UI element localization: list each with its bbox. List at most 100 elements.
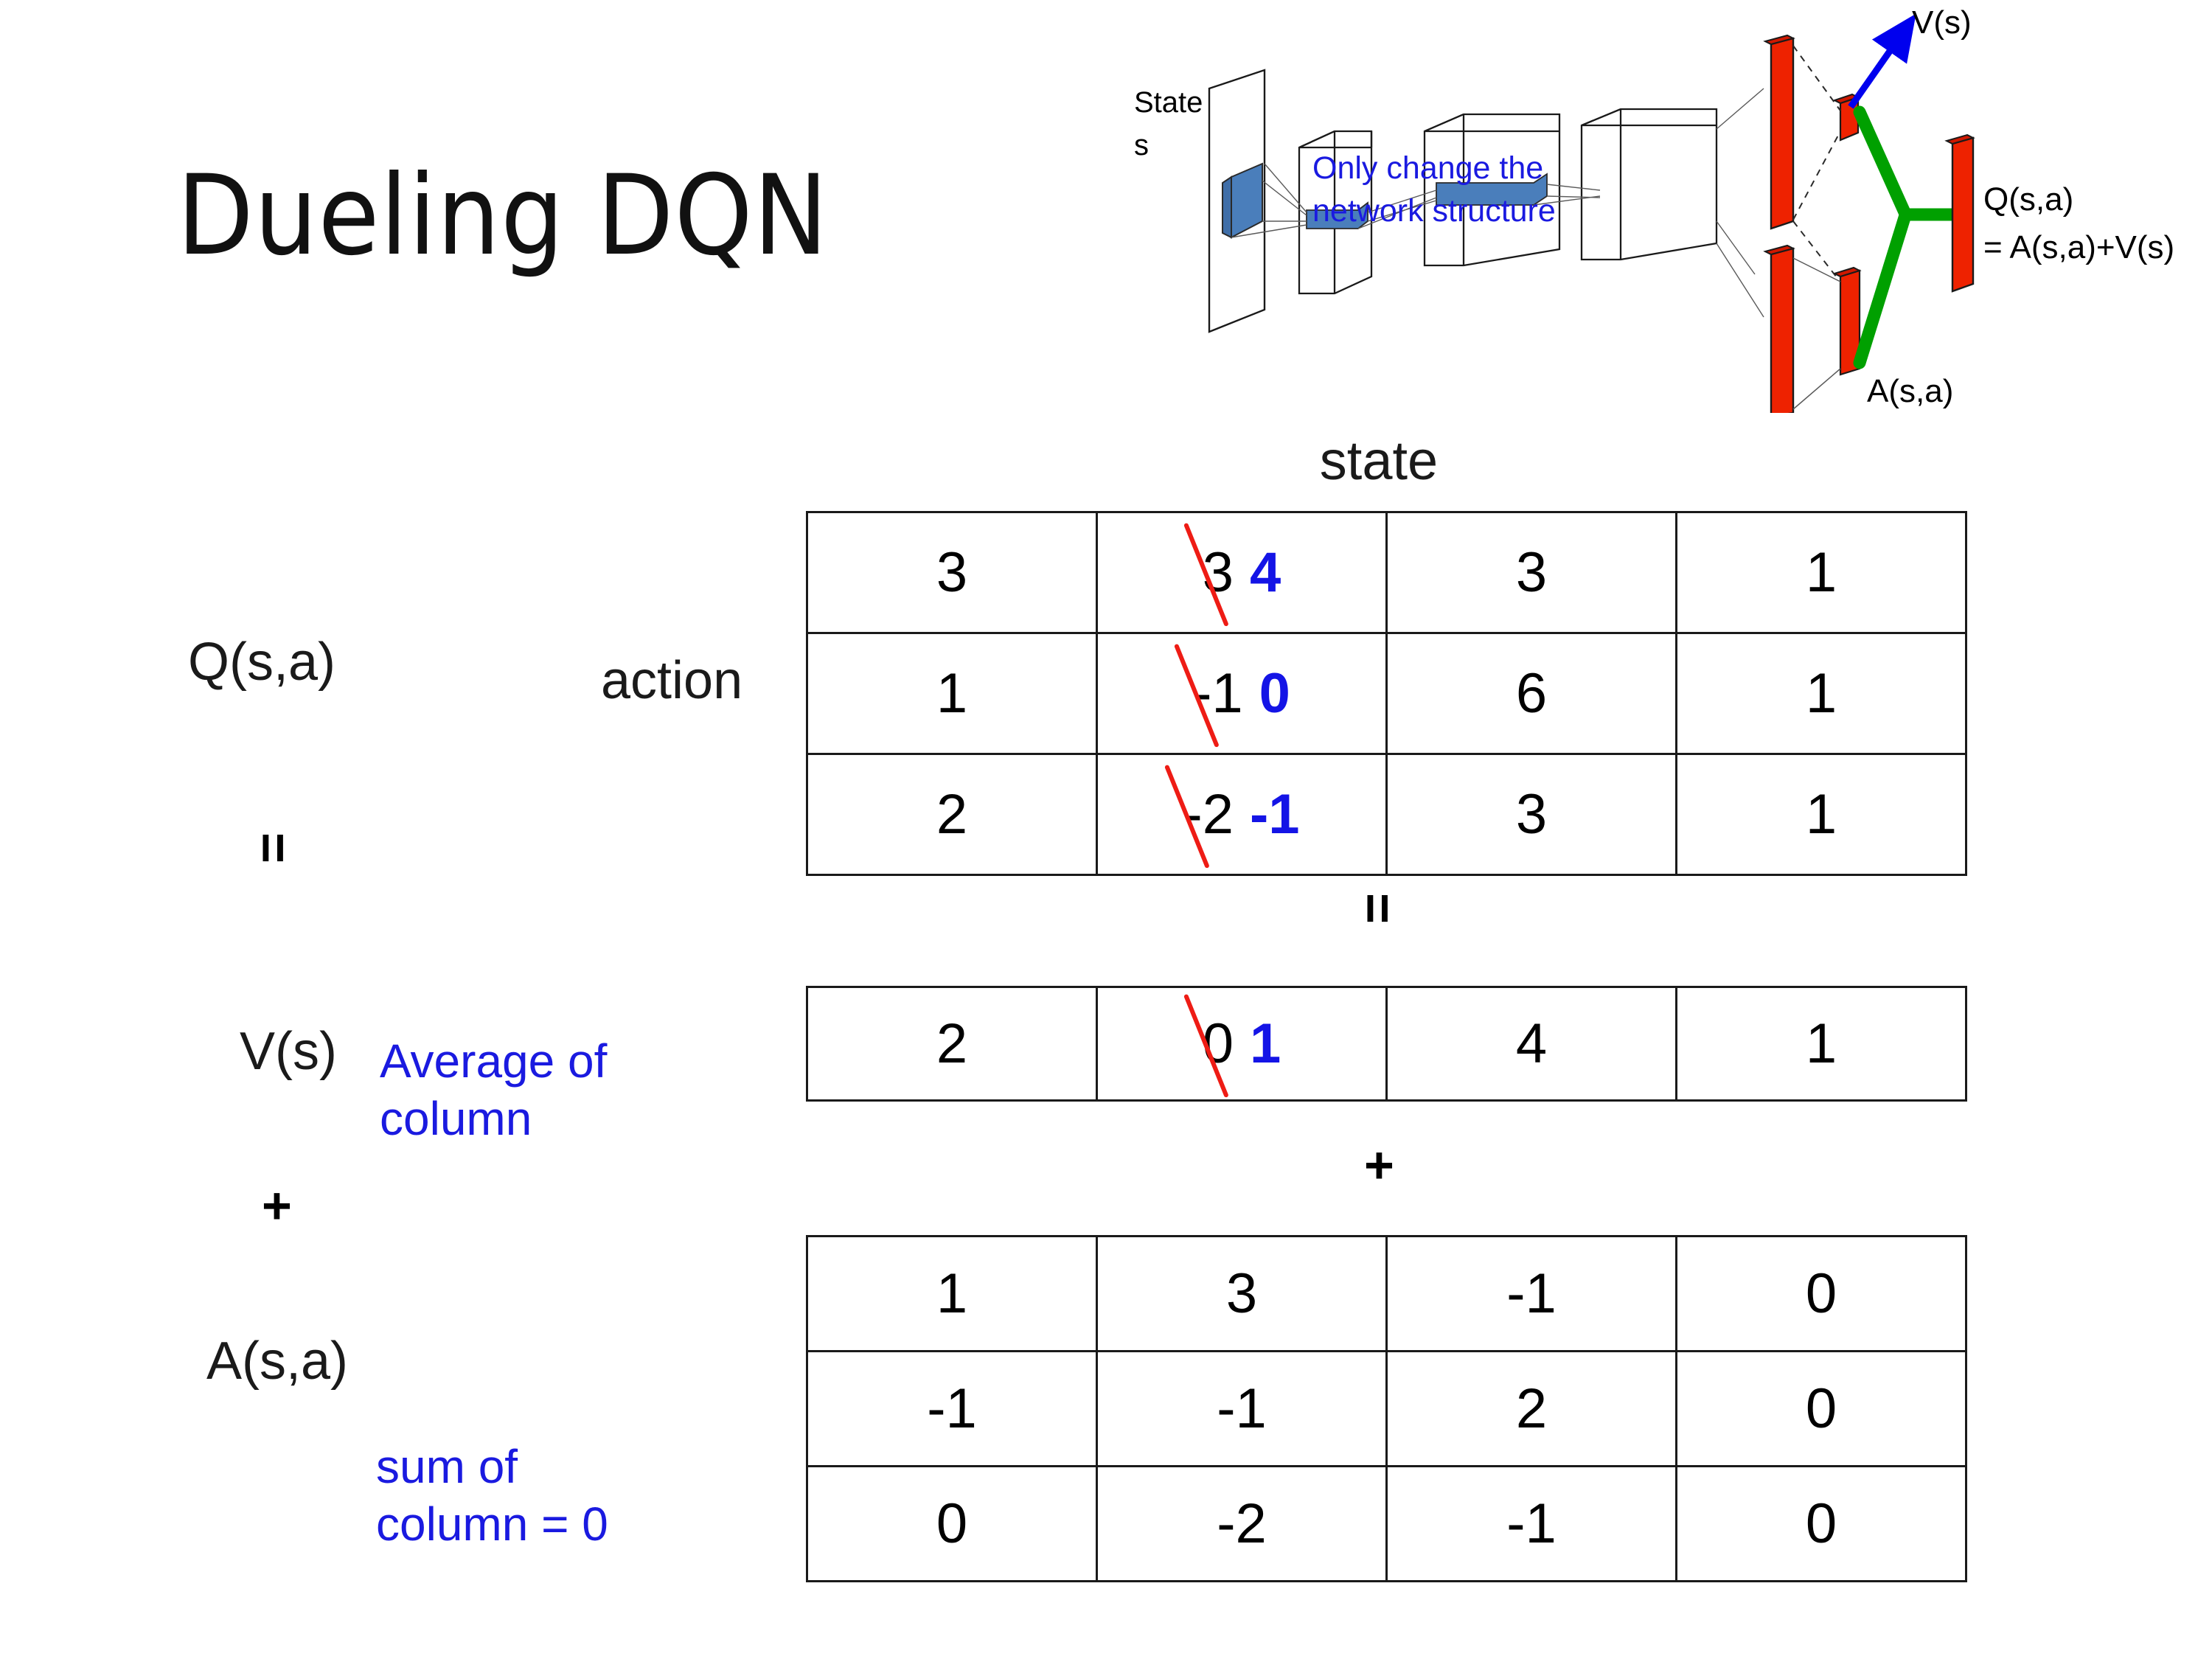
- corrected-value: -1: [1250, 783, 1300, 846]
- cell-content: 1: [1677, 513, 1965, 632]
- cell-value: 1: [936, 662, 968, 725]
- table-cell: 1: [806, 1235, 1098, 1352]
- equals-glyph: =: [243, 832, 303, 863]
- dashed-links-icon: [1792, 45, 1841, 281]
- cell-value: 1: [936, 1262, 968, 1325]
- cell-content: -2-1: [1098, 755, 1385, 874]
- table-cell: 1: [1675, 632, 1967, 755]
- cell-value: 6: [1515, 662, 1548, 725]
- table-cell: 0: [806, 1465, 1098, 1582]
- cell-content: 0: [1677, 1237, 1965, 1350]
- table-cell: 0: [1675, 1350, 1967, 1467]
- cell-value: 0: [1805, 1377, 1837, 1440]
- corrected-value: 4: [1250, 541, 1281, 604]
- cell-content: -2: [1098, 1467, 1385, 1580]
- q-function-label: Q(s,a): [188, 633, 336, 692]
- table-cell: -1: [1385, 1235, 1677, 1352]
- cell-value: 3: [1515, 783, 1548, 846]
- state-label-line1: State: [1134, 86, 1203, 119]
- cell-value: 2: [936, 783, 968, 846]
- cell-content: 1: [1677, 634, 1965, 753]
- diagram-note-line2: network structure: [1312, 193, 1556, 229]
- diagram-value-label: V(s): [1912, 4, 1972, 41]
- table-row: 2 -2-1 3 1: [806, 753, 1967, 876]
- cell-value: -1: [927, 1377, 977, 1440]
- cell-content: -1: [808, 1352, 1096, 1465]
- cell-content: 6: [1388, 634, 1675, 753]
- input-patch-icon: [1222, 162, 1263, 239]
- cell-content: 3: [1388, 513, 1675, 632]
- struck-value: -1: [1193, 662, 1243, 725]
- cell-content: 1: [808, 1237, 1096, 1350]
- cell-content: 3: [1388, 755, 1675, 874]
- table-cell: 1: [1675, 753, 1967, 876]
- conv-block-3-icon: [1580, 108, 1718, 261]
- cell-content: 3: [1098, 1237, 1385, 1350]
- table-cell: 6: [1385, 632, 1677, 755]
- table-row: 1 -1 0 6 1: [806, 632, 1967, 755]
- cell-value: 0: [1805, 1262, 1837, 1325]
- corrected-value: 0: [1259, 662, 1290, 725]
- cell-content: 4: [1388, 988, 1675, 1099]
- table-cell: -1: [1385, 1465, 1677, 1582]
- table-cell: -2-1: [1096, 753, 1388, 876]
- cell-content: 1: [1677, 755, 1965, 874]
- table-cell: 3: [1385, 511, 1677, 634]
- value-arrow-icon: [1848, 13, 1916, 109]
- a-function-label: A(s,a): [206, 1332, 349, 1391]
- table-cell: 1: [1675, 986, 1967, 1102]
- table-cell: 0: [1675, 1235, 1967, 1352]
- cell-content: -1: [1388, 1467, 1675, 1580]
- cell-content: -1: [1098, 1352, 1385, 1465]
- cell-value: -1: [1506, 1492, 1557, 1555]
- table-cell: 2: [806, 753, 1098, 876]
- average-note-line1: Average of: [380, 1034, 608, 1088]
- equals-sign-center: =: [1348, 877, 1407, 938]
- cell-content: 0: [1677, 1467, 1965, 1580]
- table-cell: 0: [1675, 1465, 1967, 1582]
- table-cell: 1: [1675, 511, 1967, 634]
- plus-sign-center: +: [1364, 1136, 1394, 1194]
- cell-value: 1: [1805, 541, 1837, 604]
- q-output-bar-icon: [1944, 133, 1975, 293]
- combine-link-icon: [1853, 105, 1959, 369]
- diagram-q-label-line2: = A(s,a)+V(s): [1983, 229, 2174, 265]
- diagram-q-label-line1: Q(s,a): [1983, 181, 2073, 218]
- sum-note-line1: sum of: [376, 1440, 518, 1493]
- cell-content: 3: [808, 513, 1096, 632]
- cell-content: 0: [808, 1467, 1096, 1580]
- average-of-column-note: Average of column: [380, 1032, 726, 1147]
- cell-value: 1: [1805, 783, 1837, 846]
- cell-value: 2: [936, 1012, 968, 1075]
- diagram-note-line1: Only change the: [1312, 150, 1543, 186]
- connector-fan-icon: [1231, 88, 1764, 318]
- cell-content: 2: [808, 988, 1096, 1099]
- table-cell: 2: [1385, 1350, 1677, 1467]
- value-stream-bar-icon: [1763, 34, 1795, 230]
- plus-sign-left: +: [262, 1177, 292, 1234]
- state-axis-label: state: [1319, 430, 1439, 491]
- table-cell: 3: [806, 511, 1098, 634]
- cell-content: 1: [808, 634, 1096, 753]
- cell-content: 0: [1677, 1352, 1965, 1465]
- cell-value: -2: [1217, 1492, 1267, 1555]
- table-cell: 3: [1096, 1235, 1388, 1352]
- advantage-stream-bar-icon: [1763, 244, 1795, 413]
- equals-sign-left: =: [243, 817, 302, 877]
- average-note-line2: column: [380, 1092, 532, 1146]
- table-row: 0 -2 -1 0: [806, 1465, 1967, 1582]
- table-cell: -1 0: [1096, 632, 1388, 755]
- cell-value: 0: [936, 1492, 968, 1555]
- cell-value: 1: [1805, 662, 1837, 725]
- cell-value: 3: [936, 541, 968, 604]
